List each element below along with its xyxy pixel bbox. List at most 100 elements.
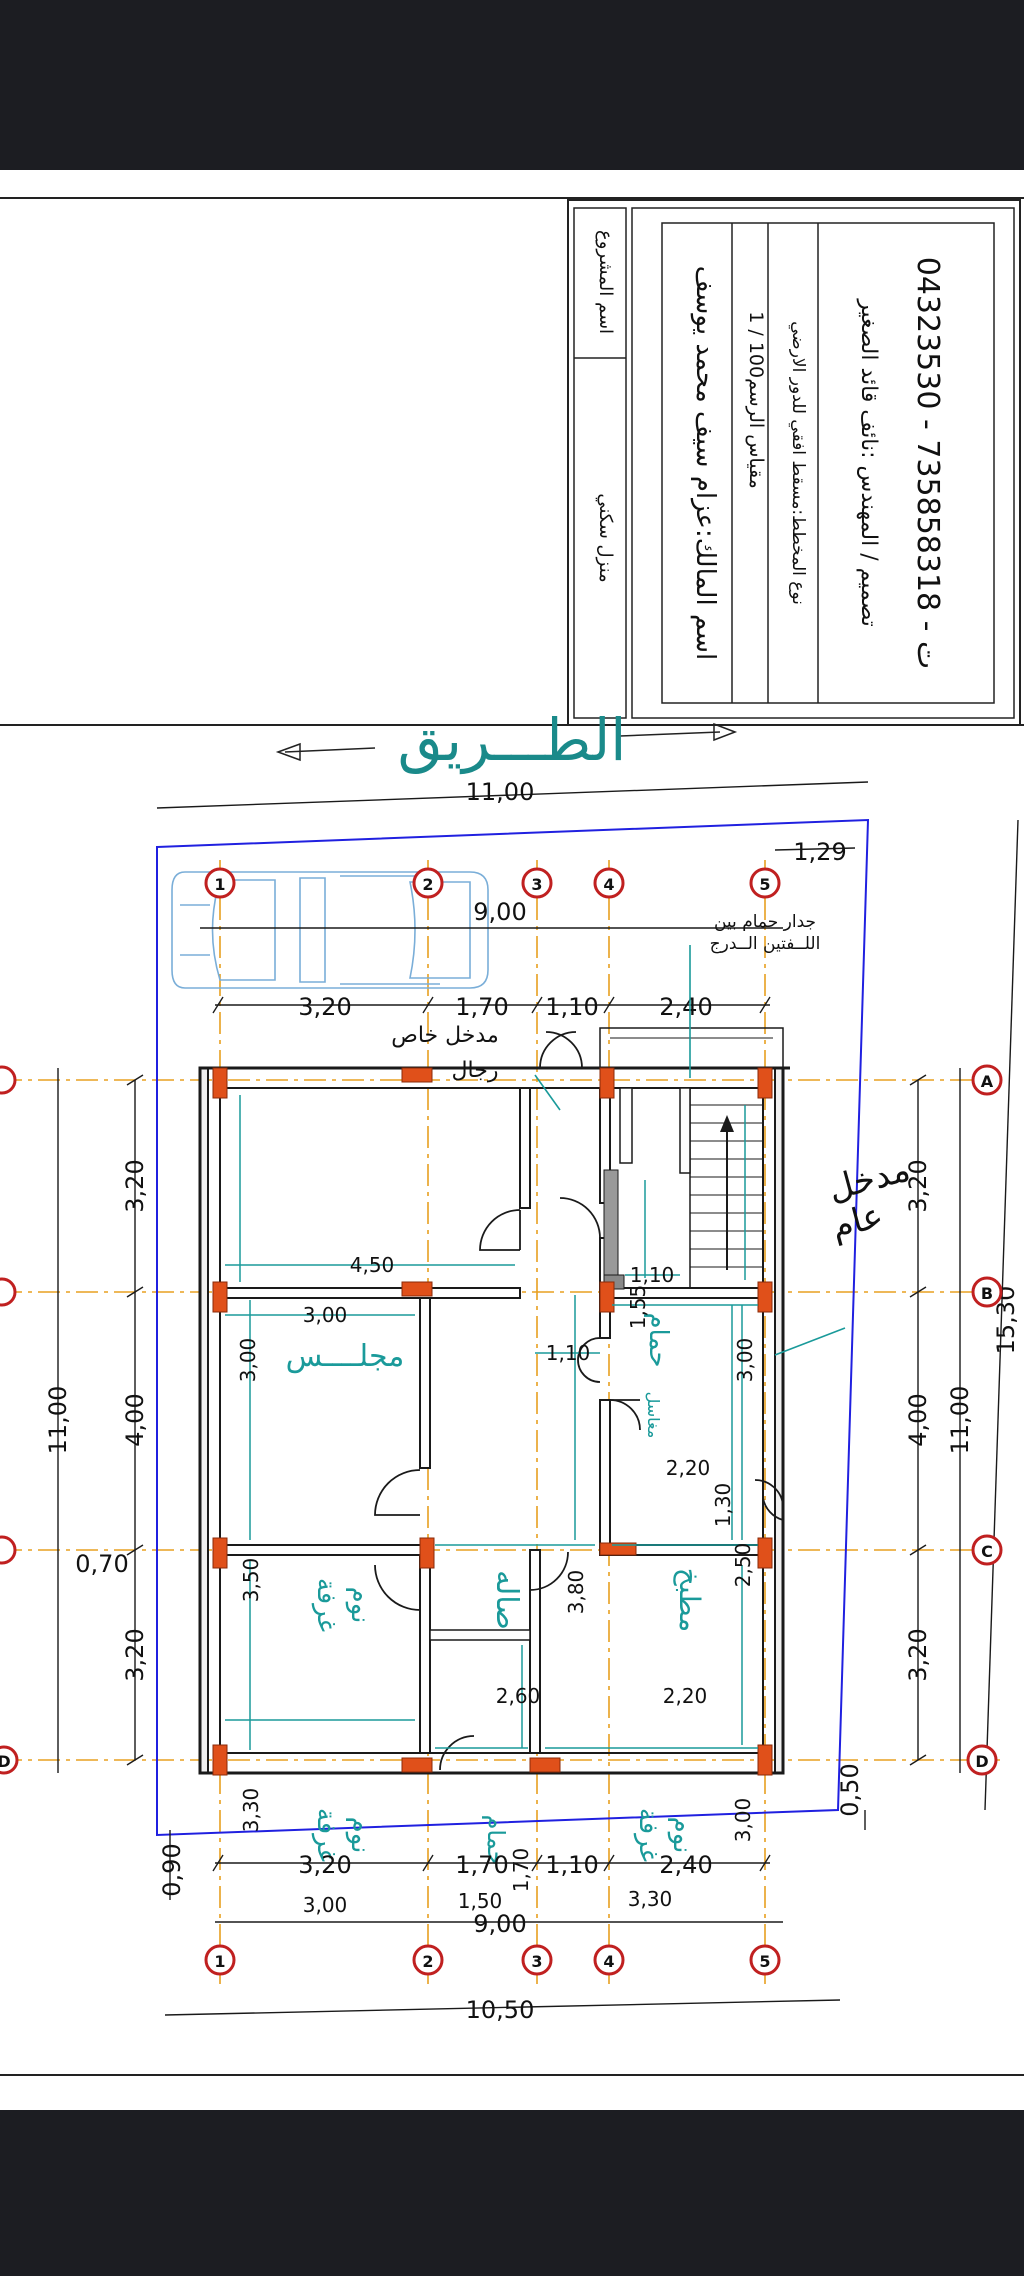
dim-offset-left: 0,70 (75, 1550, 128, 1578)
bubble-row-d-right: D (966, 1744, 998, 1776)
bubble-row-b-right: B (971, 1276, 1003, 1308)
dim-right-total: 11,00 (946, 1386, 974, 1455)
note-private-entry-1: مدخل خاص (391, 1023, 499, 1048)
bubble-col-3-bottom: 3 (521, 1944, 553, 1976)
dim-bath1-width: 1,10 (630, 1263, 675, 1287)
dim-bath2-height: 1,70 (509, 1848, 533, 1893)
room-bed2-line2: نوم (345, 1817, 375, 1854)
road-label: الطـــريق (398, 706, 627, 775)
dim-left-seg1: 3,20 (121, 1159, 149, 1212)
room-kitchen: مطبخ (673, 1568, 706, 1633)
dim-top-seg1: 3,20 (298, 993, 351, 1021)
dim-top-seg2: 1,70 (455, 993, 508, 1021)
dim-inner-top: 9,00 (473, 898, 526, 926)
bubble-text-col-1-top: 1 (214, 875, 225, 894)
drawing-type: نوع المخطط:مسقط افقي للدور الارضي (788, 321, 808, 605)
room-majlis: مجلــــس (286, 1339, 405, 1374)
dim-left-seg3: 3,20 (121, 1628, 149, 1681)
room-bed3-line2: نوم (667, 1817, 697, 1854)
dim-bottom-overall: 10,50 (466, 1996, 535, 2024)
dimension-values: 11,00 9,00 1,29 3,20 1,70 1,10 2,40 3,20… (44, 778, 1020, 2024)
dim-stair-height: 3,00 (733, 1338, 757, 1383)
bubble-text-row-d-left: D (0, 1752, 11, 1771)
bubble-text-col-2-top: 2 (422, 875, 433, 894)
room-bed2-line1: غرفة (311, 1808, 341, 1862)
room-dimension-lines (225, 1095, 758, 1750)
bubble-col-5-bottom: 5 (749, 1944, 781, 1976)
bubble-col-1-bottom: 1 (204, 1944, 236, 1976)
dim-right-seg2: 4,00 (904, 1393, 932, 1446)
dim-door-width: 1,10 (546, 1341, 591, 1365)
owner-name: اسم المالك:عزام سيف محمد يوسف (690, 266, 720, 661)
dim-bot-seg3: 1,10 (545, 1851, 598, 1879)
bubble-row-c-left (0, 1535, 17, 1565)
room-labels: مجلــــس غرفة نوم غرفة نوم صاله مطبخ غرف… (286, 1312, 706, 1865)
drawing-sheet: اسم المشروع منزل سكني اسم المالك:عزام سي… (0, 170, 1024, 2110)
dim-top-corner: 1,29 (793, 838, 846, 866)
note-private-entry-2: رجال (452, 1058, 499, 1083)
bubble-text-col-4-bottom: 4 (603, 1952, 614, 1971)
floor-plan: اسم المشروع منزل سكني اسم المالك:عزام سي… (0, 197, 1024, 2076)
dim-hall-width: 2,60 (496, 1684, 541, 1708)
dim-offset-bottom: 0,90 (158, 1843, 186, 1896)
dim-top-seg3: 1,10 (545, 993, 598, 1021)
dim-overall-top: 11,00 (466, 778, 535, 806)
dim-bottom-inner: 9,00 (473, 1910, 526, 1938)
bubble-row-b-left (0, 1277, 17, 1307)
leader-lines (534, 945, 846, 1356)
dim-lobby-width: 2,20 (666, 1456, 711, 1480)
dim-right-seg3: 3,20 (904, 1628, 932, 1681)
dim-bed1-width: 3,00 (303, 1303, 348, 1327)
annotations: مدخل خاص رجال مدخل عام جدار حمام بين الل… (391, 912, 914, 1247)
room-bed3-line1: غرفة (633, 1808, 663, 1862)
dim-kitchen-height: 2,50 (731, 1543, 755, 1588)
dimension-ticks (126, 996, 927, 1872)
dim-bed3-width: 3,30 (628, 1887, 673, 1911)
bubble-text-row-c: C (981, 1542, 993, 1561)
note-stair-wall-1: جدار حمام بين (714, 912, 816, 932)
bubble-text-col-2-bottom: 2 (422, 1952, 433, 1971)
dim-bed2-height: 3,30 (239, 1788, 263, 1833)
bubble-text-col-4-top: 4 (603, 875, 614, 894)
dim-top-seg4: 2,40 (659, 993, 712, 1021)
dim-bath1-height: 1,55 (626, 1285, 650, 1330)
dim-bath2-width: 1,50 (458, 1889, 503, 1913)
bubble-col-3-top: 3 (521, 867, 553, 899)
dim-left-total: 11,00 (44, 1386, 72, 1455)
room-sinks: مغاسل (644, 1392, 663, 1439)
bubble-text-col-5-bottom: 5 (759, 1952, 770, 1971)
dimension-chains (57, 781, 1019, 2016)
dim-bed2-width: 3,00 (303, 1893, 348, 1917)
bubble-col-5-top: 5 (749, 867, 781, 899)
door-swings (374, 1031, 784, 1771)
dim-right-seg1: 3,20 (904, 1159, 932, 1212)
bubble-text-col-3-top: 3 (531, 875, 542, 894)
bubble-text-col-3-bottom: 3 (531, 1952, 542, 1971)
title-block: اسم المشروع منزل سكني اسم المالك:عزام سي… (567, 199, 1021, 726)
bubble-row-a-left (0, 1065, 17, 1095)
grid-bubbles: 1 2 3 4 5 1 2 3 4 5 A B C D D (0, 867, 1003, 1976)
dim-left-seg2: 4,00 (121, 1393, 149, 1446)
dim-majlis-width: 4,50 (350, 1253, 395, 1277)
bubble-col-1-top: 1 (204, 867, 236, 899)
bubble-col-2-bottom: 2 (412, 1944, 444, 1976)
bubble-text-col-1-bottom: 1 (214, 1952, 225, 1971)
room-bath1: حمام (643, 1312, 673, 1367)
designer-phone: ت - 735858318 - 04323530 (910, 257, 945, 670)
dim-bed3-height: 3,00 (731, 1798, 755, 1843)
columns (212, 1067, 773, 1776)
dim-majlis-height: 3,00 (236, 1338, 260, 1383)
room-dimension-values: 3,00 4,50 3,00 3,50 3,30 3,00 3,80 2,60 … (236, 1253, 757, 1917)
dim-lobby-height: 1,30 (711, 1483, 735, 1528)
bubble-row-d-left: D (0, 1745, 19, 1775)
room-bath2: حمام (482, 1815, 510, 1866)
dim-bot-seg1: 3,20 (298, 1851, 351, 1879)
car-icon (171, 871, 489, 989)
drawing-scale: مقياس الرسم100 / 1 (745, 311, 767, 489)
dim-bot-seg4: 2,40 (659, 1851, 712, 1879)
dim-offset-right: 0,50 (836, 1763, 864, 1816)
dim-kitchen-width: 2,20 (663, 1684, 708, 1708)
bubble-text-row-a: A (981, 1072, 994, 1091)
bubble-col-4-bottom: 4 (593, 1944, 625, 1976)
bubble-text-row-d: D (975, 1752, 988, 1771)
